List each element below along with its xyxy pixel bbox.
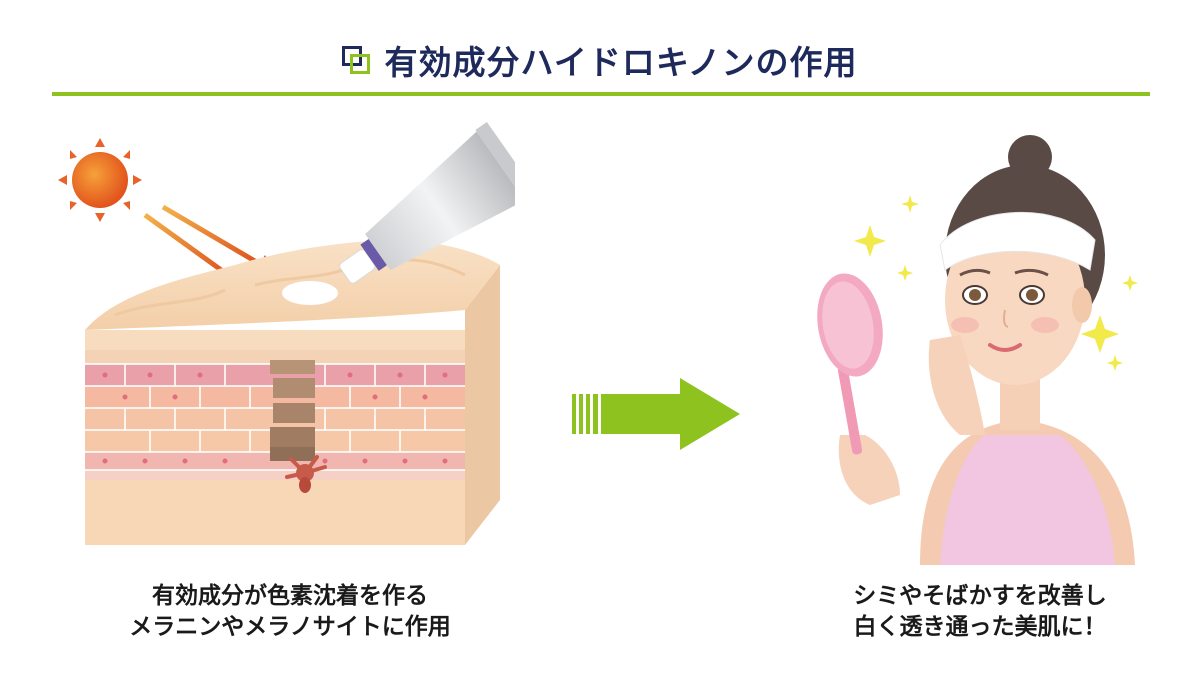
left-caption-line1: 有効成分が色素沈着を作る [152,583,428,609]
right-caption-line1: シミやそばかすを改善し [853,583,1107,609]
overlapping-squares-icon [342,46,371,74]
right-arrow-icon [572,378,740,450]
melanin-column [270,360,315,461]
woman-illustration [810,135,1150,565]
left-caption: 有効成分が色素沈着を作る メラニンやメラノサイトに作用 [75,581,505,643]
page-title: 有効成分ハイドロキノンの作用 [384,43,858,82]
header: 有効成分ハイドロキノンの作用 [0,0,1200,100]
hand-mirror-icon [817,273,883,455]
cream-tube-icon [339,121,515,284]
melanocyte-icon [285,455,327,493]
title-row: 有効成分ハイドロキノンの作用 [0,36,1200,84]
left-caption-line2: メラニンやメラノサイトに作用 [129,614,451,640]
skin-illustration [55,115,515,555]
right-caption-line2: 白く透き通った美肌に！ [853,614,1107,640]
right-caption: シミやそばかすを改善し 白く透き通った美肌に！ [800,581,1160,643]
sun-icon [58,138,142,222]
sparkle-icon [854,195,1138,371]
cream-blob [282,281,338,305]
title-divider [52,92,1150,96]
